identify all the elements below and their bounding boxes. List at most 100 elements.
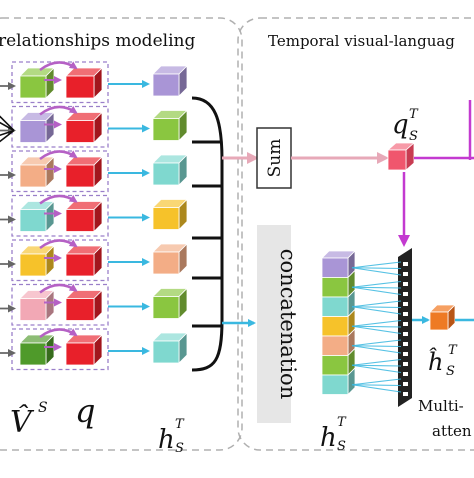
visual-cube-1 <box>19 67 55 99</box>
h-hat-sub: S <box>446 364 455 379</box>
hidden-cube-3 <box>152 154 188 186</box>
h-bottom-sup: T <box>337 415 347 430</box>
orange-output-cube <box>429 304 456 331</box>
hidden-cube-7 <box>152 332 188 364</box>
left-panel-title: relationships modeling <box>0 31 195 51</box>
fan-line-6-2 <box>351 364 402 367</box>
row-curve-2 <box>39 105 78 116</box>
right-panel-title: Temporal visual-languag <box>268 32 455 50</box>
fan-line-6-3 <box>351 364 402 374</box>
attention-tick-1 <box>403 262 408 266</box>
hidden-cube-6 <box>152 287 188 320</box>
fan-line-7-3 <box>351 384 402 393</box>
fan-line-2-3 <box>351 286 402 296</box>
row-curve-6 <box>39 283 78 294</box>
fan-line-3-2 <box>351 306 402 309</box>
multi-label: Multi- <box>418 397 464 415</box>
left-panel <box>0 17 243 451</box>
q-temporal-cube <box>386 142 416 171</box>
concat-box <box>257 225 291 423</box>
stack-cube-7 <box>321 367 356 396</box>
h-hat-label: ĥ <box>428 347 443 376</box>
attention-fan-lines <box>351 261 402 393</box>
q-temporal-label: q <box>392 110 409 140</box>
visual-cube-5 <box>19 245 55 277</box>
fan-in-line-2 <box>0 121 15 132</box>
fan-line-1-3 <box>351 267 402 276</box>
row-curve-3 <box>39 150 78 161</box>
fan-line-1-2 <box>351 267 402 270</box>
visual-cube-3 <box>19 156 55 188</box>
hidden-cube-2 <box>152 109 188 142</box>
combine-bracket <box>191 96 224 372</box>
q-temporal-sup: T <box>409 107 419 122</box>
q-temporal-sub: S <box>409 129 418 144</box>
fan-line-4-2 <box>351 325 402 328</box>
h-mid-sup: T <box>175 417 185 432</box>
right-panel <box>237 17 474 451</box>
visual-cube-6 <box>19 289 55 322</box>
fan-in-line-1 <box>0 115 15 132</box>
fan-line-7-1 <box>351 378 402 386</box>
q-label: q <box>75 392 95 430</box>
fan-in-line-4 <box>0 129 15 143</box>
attention-tick-10 <box>403 352 408 356</box>
attention-tick-4 <box>403 292 408 296</box>
query-cube-1 <box>65 67 103 99</box>
stack-cube-3 <box>321 289 356 318</box>
h-bottom-sub: S <box>337 439 346 454</box>
query-cube-2 <box>65 111 103 144</box>
fan-line-7-2 <box>351 384 402 387</box>
h-mid-label: h <box>158 425 175 455</box>
fan-line-4-1 <box>351 319 402 327</box>
attention-tick-8 <box>403 332 408 336</box>
hidden-cube-4 <box>152 198 188 231</box>
visual-cube-2 <box>19 111 55 144</box>
query-cube-3 <box>65 156 103 188</box>
query-cube-5 <box>65 245 103 277</box>
visual-cube-4 <box>19 200 55 233</box>
attention-tick-3 <box>403 282 408 286</box>
row-curve-4 <box>39 194 78 205</box>
query-cube-7 <box>65 334 103 366</box>
row-curve-5 <box>39 239 78 250</box>
fan-line-5-3 <box>351 345 402 354</box>
query-cube-6 <box>65 289 103 322</box>
attention-tick-13 <box>403 382 408 386</box>
fan-in-line-3 <box>0 129 15 137</box>
h-mid-sub: S <box>175 441 184 456</box>
fan-line-2-1 <box>351 280 402 288</box>
attention-tick-2 <box>403 272 408 276</box>
attention-tick-6 <box>403 312 408 316</box>
fan-line-5-2 <box>351 345 402 348</box>
h-hat-sup: T <box>448 343 458 358</box>
fan-line-3-1 <box>351 300 402 308</box>
hidden-cube-5 <box>152 243 188 275</box>
h-bottom-label: h <box>320 423 337 453</box>
attention-bar <box>398 248 412 407</box>
attention-tick-9 <box>403 342 408 346</box>
row-curve-7 <box>39 328 78 339</box>
fan-line-5-1 <box>351 339 402 347</box>
fan-line-2-2 <box>351 286 402 289</box>
fan-line-6-1 <box>351 358 402 366</box>
atten-label: atten <box>432 422 472 440</box>
attention-tick-5 <box>403 302 408 306</box>
attention-tick-14 <box>403 392 408 396</box>
visual-cube-7 <box>19 334 55 366</box>
stack-cube-1 <box>321 250 356 279</box>
hidden-state-cubes <box>152 65 188 364</box>
hidden-cube-1 <box>152 65 188 97</box>
concatenated-stack <box>321 250 356 396</box>
sum-box <box>256 127 292 189</box>
fan-line-3-3 <box>351 306 402 315</box>
query-cube-4 <box>65 200 103 233</box>
attention-tick-12 <box>403 372 408 376</box>
v-hat-sup: S <box>38 400 48 416</box>
row-pairs <box>0 61 150 371</box>
attention-tick-11 <box>403 362 408 366</box>
fan-line-4-3 <box>351 325 402 335</box>
v-hat-label: V̂ <box>10 405 35 440</box>
